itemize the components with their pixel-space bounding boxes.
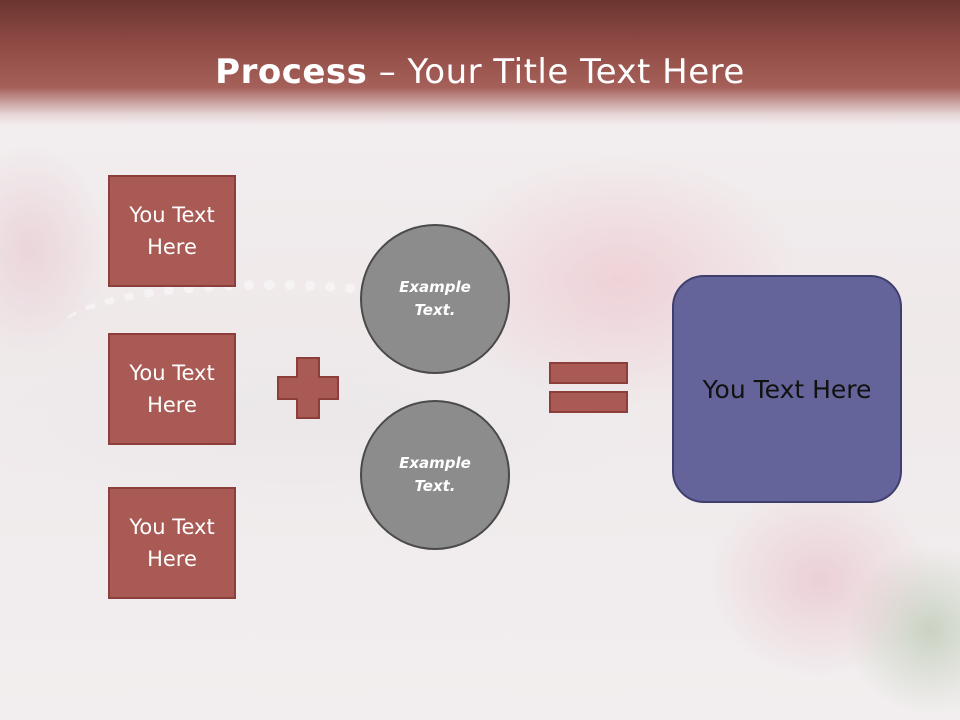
title-dash: – — [367, 52, 408, 92]
title-banner — [0, 0, 960, 125]
input-box-1-line1: You Text — [129, 203, 215, 227]
input-box-3[interactable]: You Text Here — [108, 487, 236, 599]
input-box-1[interactable]: You Text Here — [108, 175, 236, 287]
input-box-3-line1: You Text — [129, 515, 215, 539]
input-box-1-line2: Here — [147, 235, 197, 259]
circle-1-line1: Example — [399, 278, 471, 296]
result-box[interactable]: You Text Here — [672, 275, 902, 503]
circle-2-line2: Text. — [414, 477, 456, 495]
equals-icon — [549, 362, 628, 413]
circle-1-line2: Text. — [414, 301, 456, 319]
title-bold: Process — [215, 52, 368, 92]
plus-icon — [277, 357, 339, 419]
title-rest: Your Title Text Here — [407, 52, 745, 92]
input-box-2[interactable]: You Text Here — [108, 333, 236, 445]
result-text: You Text Here — [702, 374, 872, 404]
example-circle-1[interactable]: Example Text. — [360, 224, 510, 374]
input-box-3-line2: Here — [147, 547, 197, 571]
example-circle-2[interactable]: Example Text. — [360, 400, 510, 550]
input-box-2-line2: Here — [147, 393, 197, 417]
background-decoration — [60, 280, 480, 380]
slide-title: Process – Your Title Text Here — [0, 52, 960, 92]
input-box-2-line1: You Text — [129, 361, 215, 385]
circle-2-line1: Example — [399, 454, 471, 472]
